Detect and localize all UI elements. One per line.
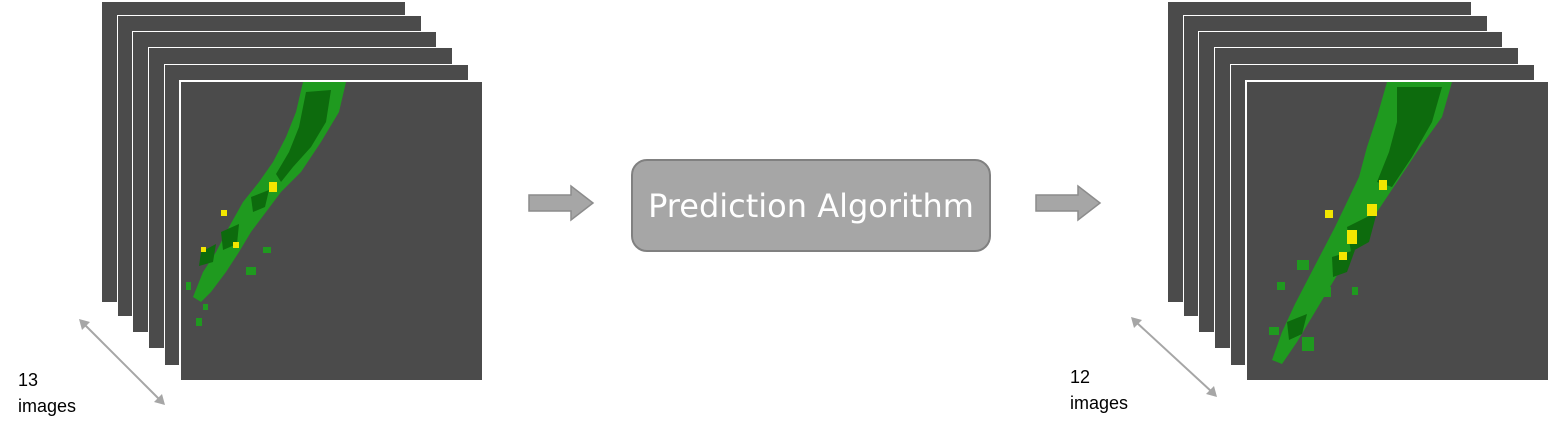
input-count-unit: images — [18, 396, 77, 416]
input-radar-image — [179, 80, 484, 382]
flow-arrow-to-algorithm — [528, 184, 595, 222]
output-count-label: 12 images — [1070, 364, 1128, 416]
prediction-algorithm-label: Prediction Algorithm — [648, 186, 974, 225]
input-count-number: 13 — [18, 370, 39, 390]
prediction-algorithm-box: Prediction Algorithm — [631, 159, 991, 252]
flow-arrow-to-output — [1035, 184, 1102, 222]
output-count-unit: images — [1070, 393, 1129, 413]
input-count-label: 13 images — [18, 367, 76, 419]
input-radar-echoes — [186, 82, 346, 326]
output-count-number: 12 — [1070, 367, 1091, 387]
output-radar-image — [1245, 80, 1550, 382]
output-radar-echoes — [1269, 82, 1452, 364]
